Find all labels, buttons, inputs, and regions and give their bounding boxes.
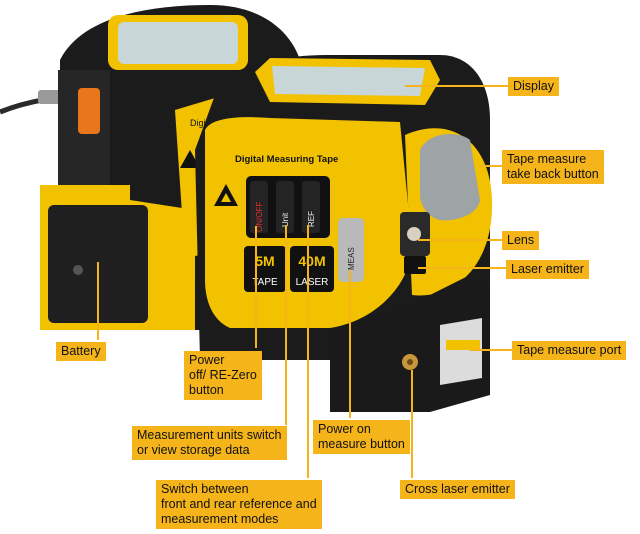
leader-lines [97,85,512,478]
tape-end [446,340,480,350]
tape-port-opening [440,318,482,385]
power-off-callout-line1: Power [189,353,225,367]
reference-label: REF [307,211,316,227]
take-back-callout: Tape measure take back button [502,150,604,184]
rear-display-screen [118,22,238,64]
front-device: Digital Measuring Tape ON/OFF Unit REF 5… [195,55,493,412]
laser-range-text: 40M [298,253,325,269]
units-callout: Measurement units switch or view storage… [132,426,287,460]
rear-clip [78,88,100,134]
power-off-label: ON/OFF [255,202,264,232]
display-callout-text: Display [513,79,554,93]
unit-label: Unit [281,212,290,227]
laser-emitter-callout: Laser emitter [506,260,589,279]
power-off-button[interactable] [250,181,268,233]
power-off-callout-line2: off/ RE-Zero [189,368,257,382]
switch-callout: Switch between front and rear reference … [156,480,322,529]
cross-laser-emitter-center [407,359,413,365]
measure-label: MEAS [347,247,356,270]
laser-word-text: LASER [296,277,329,288]
units-callout-line1: Measurement units switch [137,428,282,442]
laser-emitter-callout-text: Laser emitter [511,262,584,276]
tape-badge [244,246,286,292]
tape-port-callout: Tape measure port [512,341,627,360]
strap-clip [38,90,62,104]
power-on-callout-line1: Power on [318,422,371,436]
lens-icon [407,227,421,241]
unit-button[interactable] [276,181,294,233]
power-off-callout: Power off/ RE-Zero button [184,351,262,400]
switch-callout-line2: front and rear reference and [161,497,317,511]
power-on-callout: Power on measure button [313,420,410,454]
front-laser-warning-inner [221,193,231,202]
power-off-callout-line3: button [189,383,224,397]
laser-emitter-window [404,256,426,274]
power-on-callout-line2: measure button [318,437,405,451]
take-back-callout-line2: take back button [507,167,599,181]
display-callout: Display [508,77,559,96]
switch-callout-line3: measurement modes [161,512,279,526]
cross-laser-callout: Cross laser emitter [400,480,515,499]
tape-word-text: TAPE [252,277,278,288]
take-back-callout-line1: Tape measure [507,152,587,166]
reference-button[interactable] [302,181,320,233]
rear-laser-warning-icon [180,150,200,168]
laser-badge [290,246,334,292]
measure-button[interactable] [338,218,364,282]
units-callout-line2: or view storage data [137,443,250,457]
lens-callout: Lens [502,231,540,250]
battery-callout-text: Battery [61,344,101,358]
lens-callout-text: Lens [507,233,535,247]
tape-range-text: 5M [255,253,274,269]
switch-callout-line1: Switch between [161,482,249,496]
rear-device-title: Digital [190,118,215,128]
take-back-button[interactable] [420,134,480,221]
tape-port-callout-text: Tape measure port [517,343,622,357]
front-display-screen [272,66,425,96]
battery-callout: Battery [56,342,106,361]
battery-screw [73,265,83,275]
front-device-title: Digital Measuring Tape [235,154,338,165]
cross-laser-callout-text: Cross laser emitter [405,482,510,496]
